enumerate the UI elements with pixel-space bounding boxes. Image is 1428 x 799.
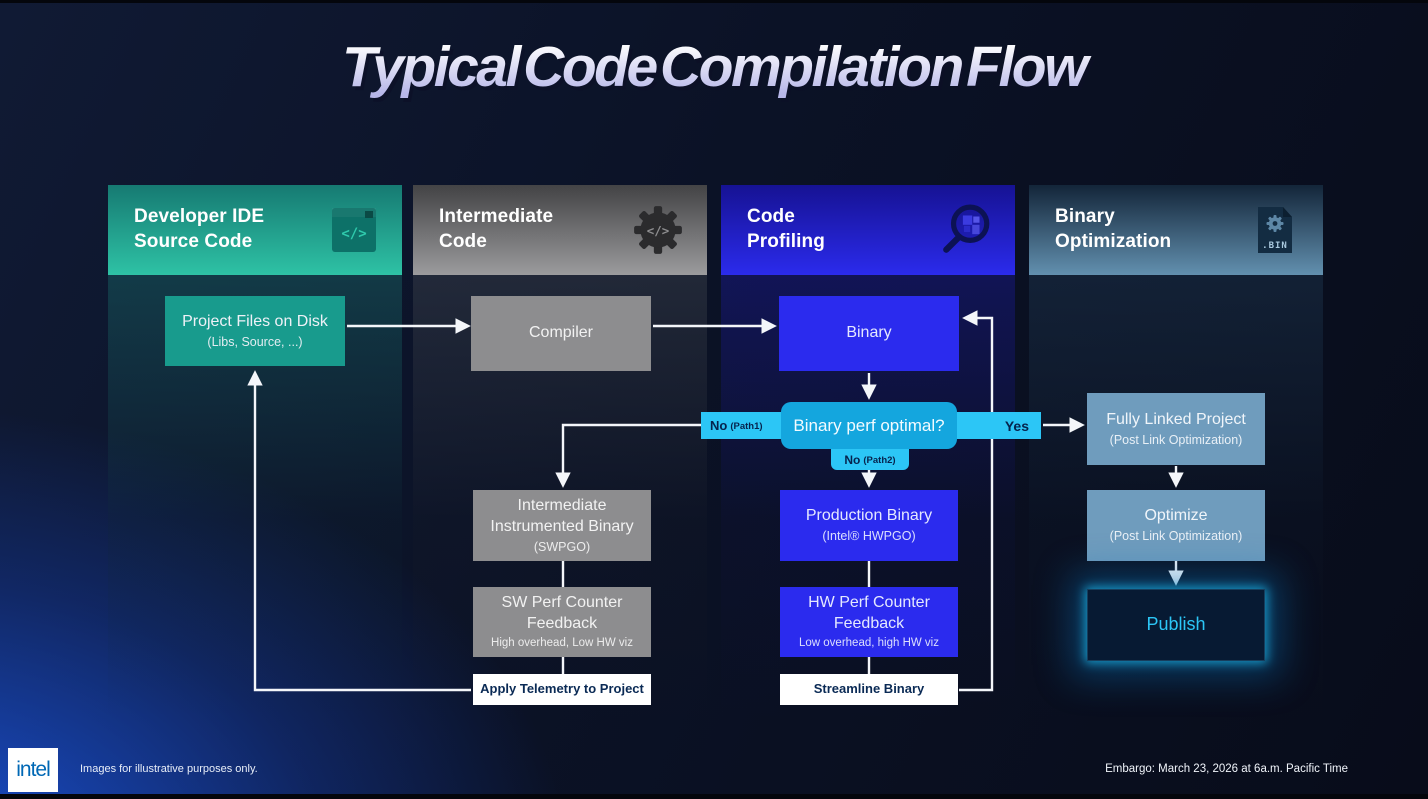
node-title: SW Perf Counter Feedback [501,594,623,633]
node-title: Compiler [528,324,593,342]
column-header-developer-ide: Developer IDE Source Code </> [108,185,402,275]
node-title: Project Files on Disk [182,312,328,330]
node-production-binary: Production Binary (Intel® HWPGO) [780,490,958,561]
branch-path: (Path2) [863,455,896,466]
column-developer-ide: Developer IDE Source Code </> [108,185,402,718]
column-header-binary-optimization: Binary Optimization .BIN [1029,185,1323,275]
gear-code-icon: </> [634,206,682,254]
node-subtitle: (Post Link Optimization) [1109,432,1243,447]
node-subtitle: (Post Link Optimization) [1109,529,1243,544]
node-compiler: Compiler [471,296,651,371]
node-sw-perf-counter-feedback: SW Perf Counter Feedback High overhead, … [473,587,651,657]
node-title: Production Binary [805,507,933,525]
column-label: Code Profiling [747,206,825,252]
branch-yes: Yes [1004,417,1029,434]
node-title: Binary [846,324,892,342]
node-title: Streamline Binary [813,681,925,697]
node-binary: Binary [779,296,959,371]
node-hw-perf-counter-feedback: HW Perf Counter Feedback Low overhead, h… [780,587,958,657]
intel-logo: intel [8,748,58,792]
branch-no: No [710,418,728,433]
footer-disclaimer: Images for illustrative purposes only. [80,763,258,775]
node-fully-linked-project: Fully Linked Project (Post Link Optimiza… [1087,393,1265,465]
node-project-files: Project Files on Disk (Libs, Source, ...… [165,296,345,366]
page-title: Typical Code Compilation Flow [0,34,1428,100]
node-publish: Publish [1087,589,1265,661]
column-label: Binary Optimization [1055,206,1172,252]
node-title: Apply Telemetry to Project [480,681,644,697]
column-header-code-profiling: Code Profiling [721,185,1015,275]
node-subtitle: (SWPGO) [533,539,591,554]
footer-embargo: Embargo: March 23, 2026 at 6a.m. Pacific… [1105,763,1348,775]
node-streamline-binary: Streamline Binary [780,674,958,705]
bin-label: .BIN [1262,241,1288,251]
code-glyph: </> [341,226,366,242]
branch-path: (Path1) [730,421,763,432]
node-title: Optimize [1144,507,1208,525]
column-label: Developer IDE Source Code [134,206,265,252]
node-subtitle: (Libs, Source, ...) [207,334,303,349]
node-optimize: Optimize (Post Link Optimization) [1087,490,1265,561]
node-subtitle: High overhead, Low HW viz [491,636,633,649]
column-label: Intermediate Code [439,206,554,252]
branch-no: No [844,452,861,467]
branch-label-no-path2: No (Path2) [831,449,909,470]
decision-title: Binary perf optimal? [793,415,945,435]
column-header-intermediate-code: Intermediate Code </> [413,185,707,275]
magnifier-chip-icon [943,204,990,253]
node-title: Fully Linked Project [1106,410,1246,428]
code-glyph: </> [647,223,670,238]
node-decision-binary-perf-optimal: Binary perf optimal? [781,402,957,449]
node-subtitle: (Intel® HWPGO) [822,529,916,544]
node-apply-telemetry: Apply Telemetry to Project [473,674,651,705]
code-window-icon: </> [332,208,376,252]
node-title: Publish [1146,614,1206,635]
branch-label-yes: Yes [957,412,1041,439]
bin-file-icon: .BIN [1258,207,1292,253]
node-intermediate-instrumented-binary: Intermediate Instrumented Binary (SWPGO) [473,490,651,561]
node-subtitle: Low overhead, high HW viz [799,636,939,649]
branch-label-no-path1: No (Path1) [701,412,781,439]
node-title: HW Perf Counter Feedback [808,594,930,633]
node-title: Intermediate Instrumented Binary [490,497,634,535]
